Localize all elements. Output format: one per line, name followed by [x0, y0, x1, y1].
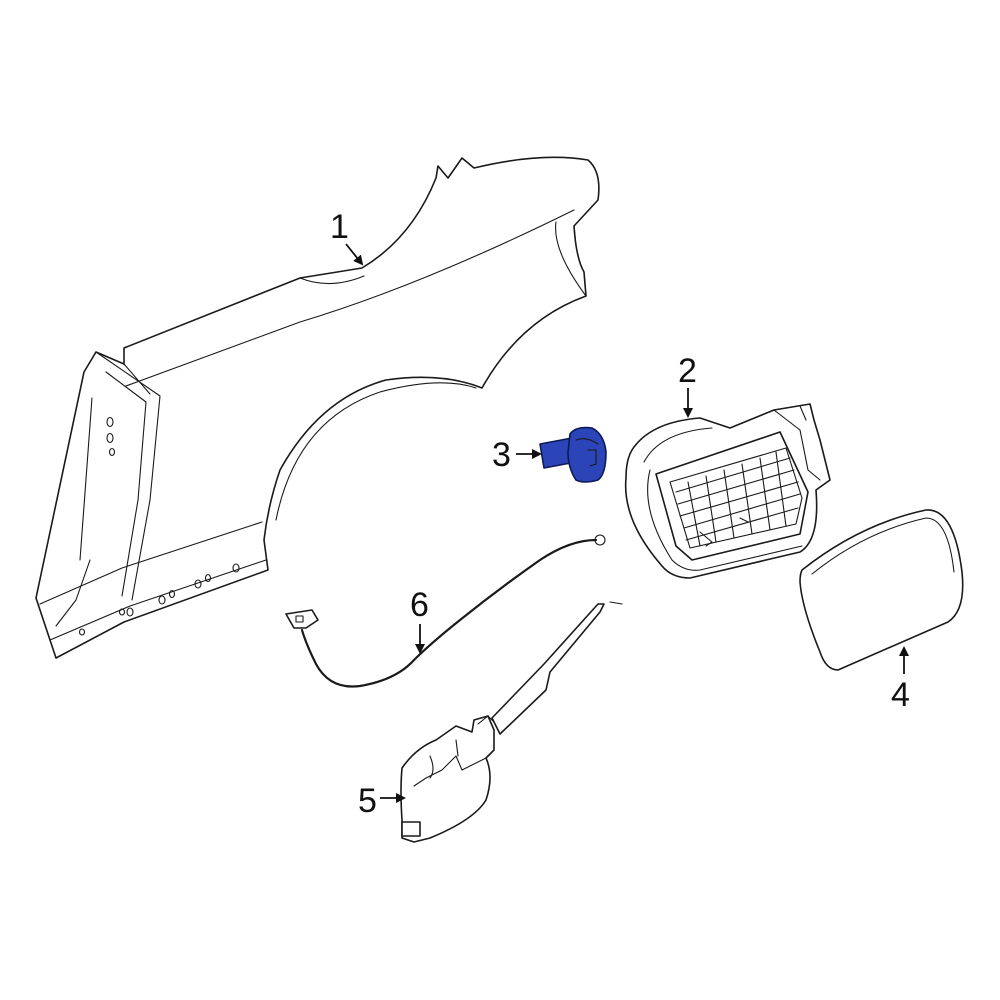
- fuel-door[interactable]: [799, 509, 964, 671]
- callout-3: 3: [492, 436, 542, 474]
- callout-3-label: 3: [492, 436, 511, 474]
- quarter-panel[interactable]: [35, 156, 600, 659]
- callout-1-arrow: [345, 243, 364, 266]
- callout-5-label: 5: [358, 782, 377, 820]
- callout-4-label: 4: [891, 676, 910, 714]
- callout-6: 6: [410, 586, 429, 654]
- clip-head: [567, 426, 607, 483]
- callout-2: 2: [678, 352, 697, 418]
- callout-1-label: 1: [330, 208, 349, 246]
- door-actuator[interactable]: [400, 601, 623, 843]
- release-cable[interactable]: [285, 534, 606, 688]
- callout-5: 5: [358, 782, 406, 820]
- callout-2-label: 2: [678, 352, 697, 390]
- callout-1: 1: [330, 208, 364, 266]
- callout-6-label: 6: [410, 586, 429, 624]
- callout-4: 4: [891, 646, 910, 714]
- fuel-filler-housing[interactable]: [624, 403, 831, 579]
- housing-clip-highlighted[interactable]: [539, 426, 607, 483]
